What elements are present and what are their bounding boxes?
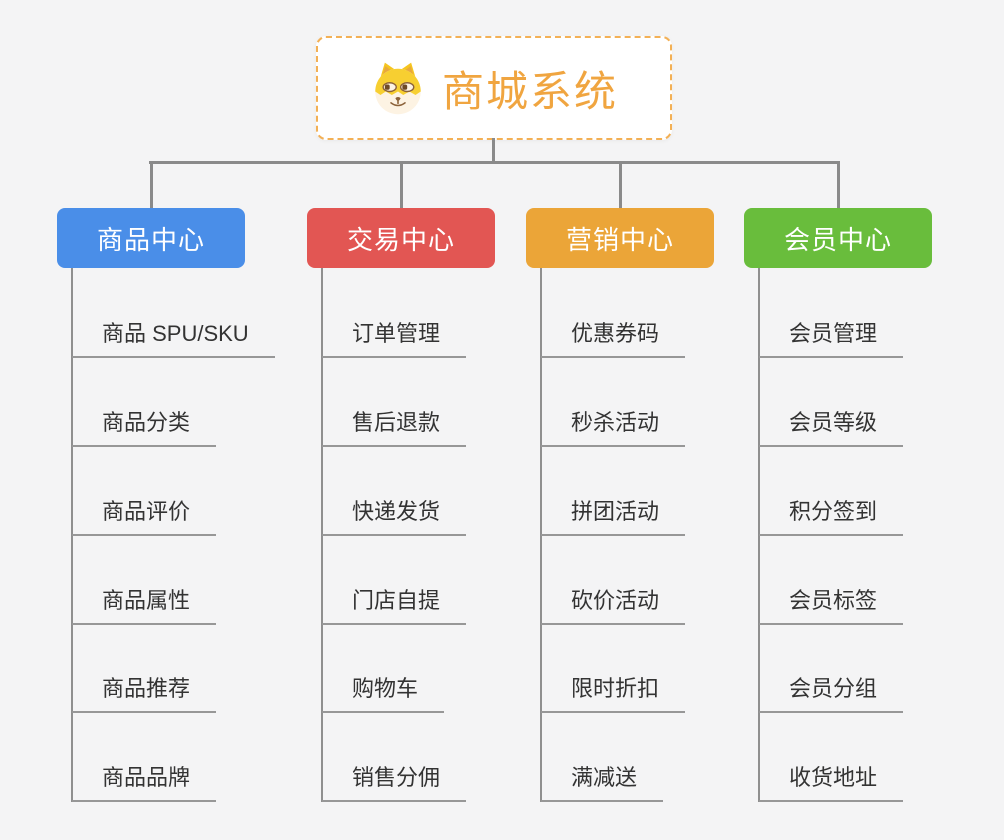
connector-drop-member-center [836,161,840,209]
child-node-member-center-0[interactable]: 会员管理 [759,320,904,358]
child-node-marketing-center-4[interactable]: 限时折扣 [541,675,686,713]
child-node-marketing-center-2[interactable]: 拼团活动 [541,498,686,536]
connector-root-stem [492,138,495,164]
child-node-product-center-5[interactable]: 商品品牌 [72,764,217,802]
branch-node-member-center[interactable]: 会员中心 [744,208,932,268]
branch-node-marketing-center[interactable]: 营销中心 [526,208,714,268]
child-node-product-center-4[interactable]: 商品推荐 [72,675,217,713]
child-node-member-center-3[interactable]: 会员标签 [759,587,904,625]
connector-bus [149,161,840,164]
child-node-member-center-2[interactable]: 积分签到 [759,498,904,536]
child-node-member-center-1[interactable]: 会员等级 [759,409,904,447]
branch-label: 交易中心 [346,224,455,255]
child-node-product-center-3[interactable]: 商品属性 [72,587,217,625]
doge-icon [370,60,426,116]
root-node[interactable]: 商城系统 [316,36,672,140]
branch-label: 营销中心 [565,224,674,255]
child-node-trade-center-2[interactable]: 快递发货 [322,498,467,536]
connector-drop-product-center [149,161,153,209]
root-title: 商城系统 [441,67,618,115]
branch-node-product-center[interactable]: 商品中心 [57,208,245,268]
connector-drop-trade-center [399,161,403,209]
branch-label: 会员中心 [783,224,892,255]
child-node-product-center-2[interactable]: 商品评价 [72,498,217,536]
child-node-trade-center-4[interactable]: 购物车 [322,675,445,713]
child-node-marketing-center-1[interactable]: 秒杀活动 [541,409,686,447]
child-node-product-center-0[interactable]: 商品 SPU/SKU [72,320,275,358]
child-node-marketing-center-5[interactable]: 满减送 [541,764,664,802]
child-node-trade-center-5[interactable]: 销售分佣 [322,764,467,802]
connector-drop-marketing-center [618,161,622,209]
child-node-trade-center-3[interactable]: 门店自提 [322,587,467,625]
branch-node-trade-center[interactable]: 交易中心 [307,208,495,268]
child-node-marketing-center-0[interactable]: 优惠券码 [541,320,686,358]
branch-label: 商品中心 [96,224,205,255]
child-node-trade-center-0[interactable]: 订单管理 [322,320,467,358]
child-node-member-center-5[interactable]: 收货地址 [759,764,904,802]
child-node-marketing-center-3[interactable]: 砍价活动 [541,587,686,625]
child-node-member-center-4[interactable]: 会员分组 [759,675,904,713]
child-node-trade-center-1[interactable]: 售后退款 [322,409,467,447]
child-node-product-center-1[interactable]: 商品分类 [72,409,217,447]
